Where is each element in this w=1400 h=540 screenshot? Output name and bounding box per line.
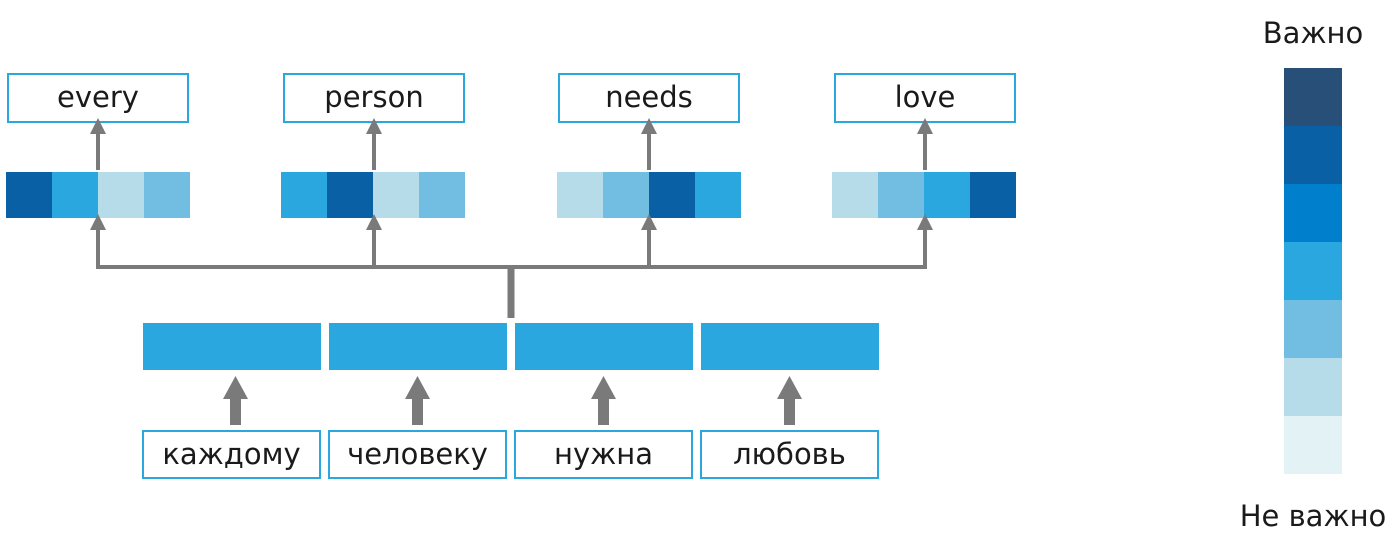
legend-scale-swatch: [1284, 416, 1342, 474]
arrow-up-icon: [777, 376, 802, 425]
output-word-label: needs: [605, 80, 693, 114]
legend-scale-swatch: [1284, 300, 1342, 358]
attention-weight-cell: [144, 172, 190, 218]
attention-weight-cell: [970, 172, 1016, 218]
source-word-box-0: каждому: [142, 430, 321, 479]
context-bus: [90, 214, 933, 318]
output-word-label: love: [895, 80, 956, 114]
source-word-label: любовь: [733, 437, 846, 471]
encoder-state-0: [143, 323, 321, 370]
output-word-label: every: [57, 80, 139, 114]
output-word-box-0: every: [7, 73, 189, 123]
arrow-up-icon: [591, 376, 616, 425]
attention-weight-cell: [281, 172, 327, 218]
attention-weight-cell: [603, 172, 649, 218]
legend-scale-swatch: [1284, 68, 1342, 126]
attention-weight-cell: [419, 172, 465, 218]
attention-weight-cell: [924, 172, 970, 218]
source-word-label: человеку: [347, 437, 488, 471]
attention-weight-cell: [373, 172, 419, 218]
encoder-state-2: [515, 323, 693, 370]
legend-scale-swatch: [1284, 358, 1342, 416]
attention-weight-cell: [695, 172, 741, 218]
arrow-up-icon: [223, 376, 248, 425]
output-word-box-1: person: [283, 73, 465, 123]
legend-bottom-label: Не важно: [1240, 499, 1387, 533]
legend-scale-swatch: [1284, 242, 1342, 300]
attention-weight-cell: [6, 172, 52, 218]
encoder-state-1: [329, 323, 507, 370]
attention-weight-cell: [557, 172, 603, 218]
output-arrows: [90, 118, 933, 170]
source-word-label: нужна: [554, 437, 653, 471]
source-word-label: каждому: [162, 437, 300, 471]
source-word-box-1: человеку: [328, 430, 507, 479]
attention-weight-cell: [52, 172, 98, 218]
encoder-states: [143, 323, 879, 370]
attention-weight-cell: [327, 172, 373, 218]
output-word-box-2: needs: [558, 73, 740, 123]
input-arrows: [223, 376, 802, 425]
attention-weight-cell: [878, 172, 924, 218]
arrow-up-icon: [405, 376, 430, 425]
output-word-label: person: [324, 80, 423, 114]
output-word-box-3: love: [834, 73, 1016, 123]
attention-weight-cell: [649, 172, 695, 218]
attention-weight-cell: [832, 172, 878, 218]
legend-top-label: Важно: [1263, 16, 1364, 50]
legend-scale-swatch: [1284, 184, 1342, 242]
source-word-box-2: нужна: [514, 430, 693, 479]
importance-legend: Важно Не важно: [1240, 16, 1387, 533]
attention-weight-strips: [6, 172, 1016, 218]
attention-weight-cell: [98, 172, 144, 218]
legend-scale-swatch: [1284, 126, 1342, 184]
legend-color-scale: [1284, 68, 1342, 474]
encoder-state-3: [701, 323, 879, 370]
source-word-box-3: любовь: [700, 430, 879, 479]
